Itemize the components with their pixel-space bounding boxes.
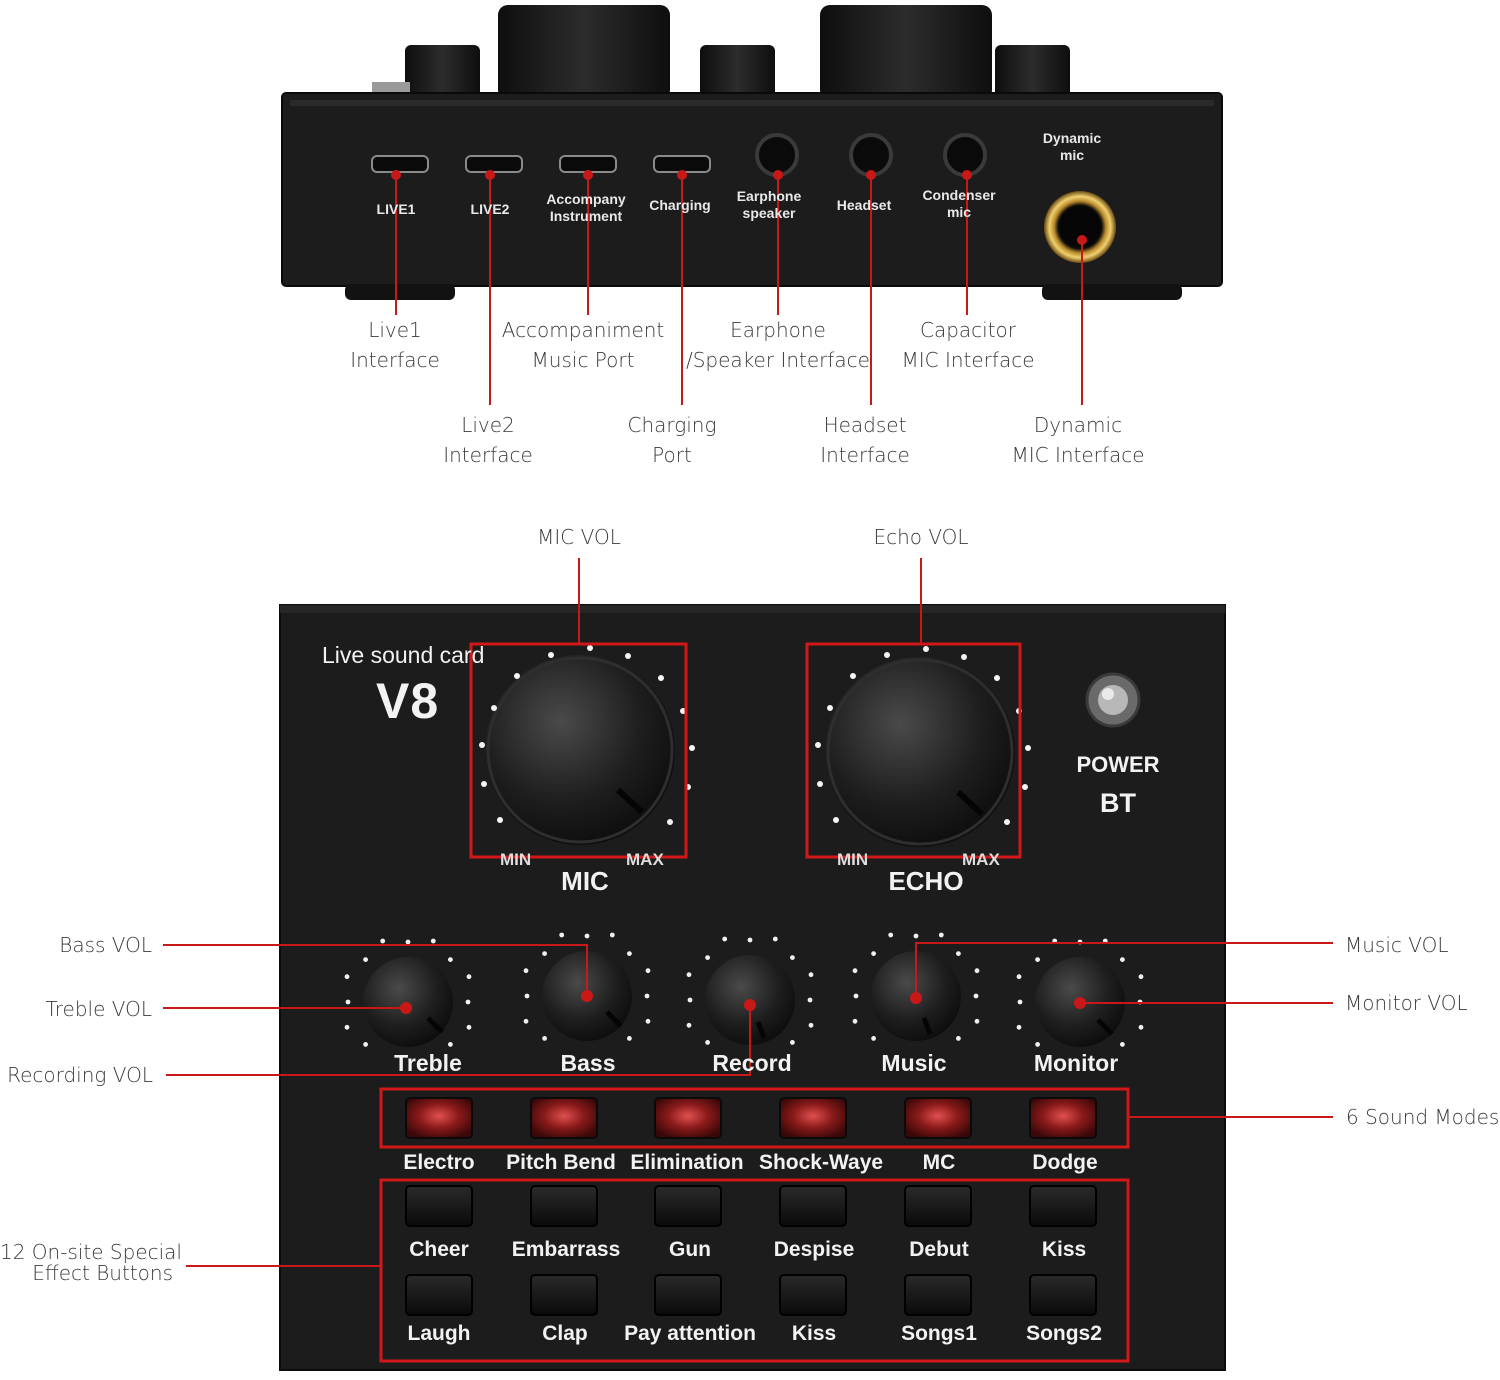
model-text: V8 xyxy=(376,673,440,729)
music-knob-label: Music xyxy=(881,1050,947,1076)
mode-label-dodge: Dodge xyxy=(1032,1151,1098,1174)
effect-label-kiss: Kiss xyxy=(1041,1238,1087,1261)
record-knob-label: Record xyxy=(712,1050,792,1076)
effect-label-laugh: Laugh xyxy=(407,1322,471,1345)
mic-max-label: MAX xyxy=(626,850,664,869)
callout-recording-vol: Recording VOL xyxy=(7,1063,153,1087)
effect-label-songs1: Songs1 xyxy=(901,1322,977,1345)
callout-music-vol: Music VOL xyxy=(1345,933,1449,957)
callout-sound-modes: 6 Sound Modes xyxy=(1346,1105,1500,1129)
effect-label-despise: Despise xyxy=(773,1238,855,1261)
mode-label-pitch-bend: Pitch Bend xyxy=(506,1151,616,1174)
brand-text: Live sound card xyxy=(322,642,485,668)
effect-label-songs2: Songs2 xyxy=(1026,1322,1102,1345)
callout-bass-vol: Bass VOL xyxy=(59,933,152,957)
effect-label-kiss-2: Kiss xyxy=(791,1322,837,1345)
effect-label-cheer: Cheer xyxy=(409,1238,469,1261)
callout-mic-vol: MIC VOL xyxy=(537,525,621,549)
rear-callout-lines xyxy=(391,170,1087,405)
mode-label-shock-wave: Shock-Waye xyxy=(758,1151,884,1174)
echo-min-label: MIN xyxy=(837,850,869,869)
port-label-dynamic: Dynamic mic xyxy=(1042,130,1102,163)
port-label-condenser: Condenser mic xyxy=(922,187,996,220)
mode-label-mc: MC xyxy=(922,1151,956,1174)
effect-label-gun: Gun xyxy=(669,1238,711,1261)
rear-panel xyxy=(281,5,1223,300)
port-label-accompany: Accompany Instrument xyxy=(546,191,626,224)
bass-knob-label: Bass xyxy=(560,1050,616,1076)
port-label-charging: Charging xyxy=(649,197,711,213)
port-label-live1: LIVE1 xyxy=(376,201,416,217)
callout-echo-vol: Echo VOL xyxy=(873,525,969,549)
effect-label-debut: Debut xyxy=(909,1238,969,1261)
top-callout-lines xyxy=(163,558,1333,1267)
treble-knob-label: Treble xyxy=(394,1050,462,1076)
echo-knob-label: ECHO xyxy=(888,866,964,896)
mic-knob xyxy=(485,655,675,845)
port-label-headset: Headset xyxy=(836,197,892,213)
power-label: POWER xyxy=(1076,752,1160,777)
echo-knob xyxy=(825,657,1015,847)
callout-monitor-vol: Monitor VOL xyxy=(1345,991,1468,1015)
echo-max-label: MAX xyxy=(962,850,1000,869)
mode-label-elimination: Elimination xyxy=(630,1151,744,1174)
port-label-live2: LIVE2 xyxy=(470,201,510,217)
echo-dots xyxy=(815,646,1031,825)
effect-label-pay-attention: Pay attention xyxy=(624,1322,756,1345)
callout-treble-vol: Treble VOL xyxy=(45,997,153,1021)
effect-label-clap: Clap xyxy=(542,1322,588,1345)
effect-label-embarrass: Embarrass xyxy=(511,1238,621,1261)
mode-label-electro: Electro xyxy=(403,1151,475,1174)
mic-min-label: MIN xyxy=(500,850,532,869)
bt-label: BT xyxy=(1100,788,1136,818)
monitor-knob-label: Monitor xyxy=(1033,1050,1119,1076)
callout-earphone: Earphone/Speaker Interface xyxy=(686,318,870,372)
mic-knob-label: MIC xyxy=(561,866,609,896)
port-label-earphone: Earphone speaker xyxy=(736,188,802,221)
